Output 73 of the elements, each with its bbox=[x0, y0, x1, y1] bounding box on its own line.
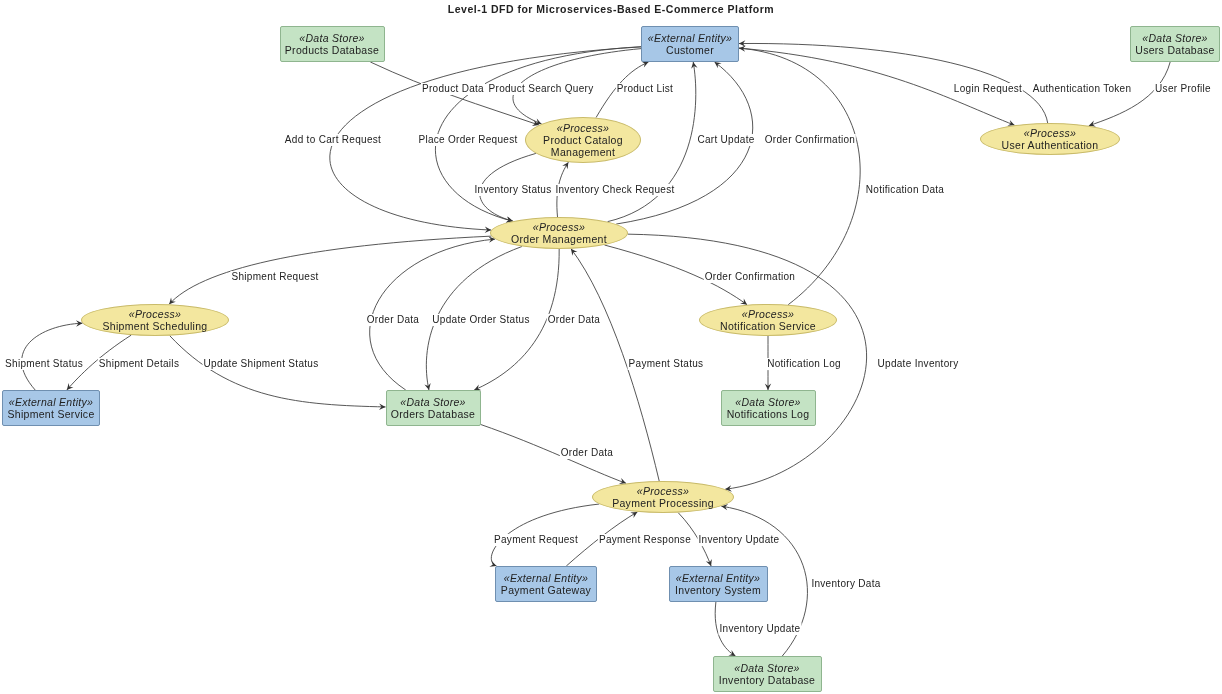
node-name: Customer bbox=[666, 44, 714, 56]
edge-label: Shipment Request bbox=[230, 271, 320, 283]
external-entity-box bbox=[2, 390, 100, 426]
node-name: Orders Database bbox=[390, 408, 476, 420]
stereotype-label: «Data Store» bbox=[400, 396, 466, 408]
edge-label: Shipment Status bbox=[4, 358, 84, 370]
process-ellipse bbox=[592, 481, 734, 513]
stereotype-label: «Process» bbox=[741, 308, 795, 320]
edge-label: Inventory Update bbox=[697, 534, 781, 546]
node-name: Inventory Database bbox=[718, 674, 816, 686]
node-name: Order Management bbox=[511, 233, 607, 245]
data-store-box bbox=[385, 390, 481, 426]
edge-label: Cart Update bbox=[696, 134, 756, 146]
edge-label: Product List bbox=[615, 83, 675, 95]
stereotype-label: «Process» bbox=[532, 221, 586, 233]
node-name: Users Database bbox=[1135, 44, 1215, 56]
stereotype-label: «Process» bbox=[556, 122, 610, 134]
edge-label: Order Confirmation bbox=[763, 134, 857, 146]
edge-label: Inventory Status bbox=[473, 184, 553, 196]
edge-label: Order Data bbox=[365, 314, 421, 326]
edge-label: Notification Log bbox=[766, 358, 842, 370]
edge-label: Inventory Data bbox=[810, 578, 882, 590]
edge-label: Product Search Query bbox=[487, 83, 595, 95]
stereotype-label: «External Entity» bbox=[8, 396, 94, 408]
node-name: Notification Service bbox=[720, 320, 816, 332]
edge-label: Login Request bbox=[952, 83, 1024, 95]
stereotype-label: «Process» bbox=[1023, 127, 1077, 139]
process-ellipse bbox=[525, 117, 641, 163]
edge-label: Add to Cart Request bbox=[283, 134, 383, 146]
node-name: Product Catalog Management bbox=[542, 134, 624, 158]
edge-label: Update Shipment Status bbox=[202, 358, 320, 370]
node-name: Shipment Service bbox=[7, 408, 95, 420]
edge-label: Order Data bbox=[546, 314, 602, 326]
data-store-box bbox=[720, 390, 816, 426]
node-name: Notifications Log bbox=[726, 408, 810, 420]
stereotype-label: «External Entity» bbox=[503, 572, 589, 584]
node-name: Payment Gateway bbox=[500, 584, 592, 596]
edge-label: User Profile bbox=[1154, 83, 1212, 95]
edge-label: Order Data bbox=[559, 447, 615, 459]
external-entity-box bbox=[668, 566, 768, 602]
stereotype-label: «Data Store» bbox=[1142, 32, 1208, 44]
diagram-title: Level-1 DFD for Microservices-Based E-Commerce Platform bbox=[447, 2, 775, 17]
node-name: Payment Processing bbox=[612, 497, 714, 509]
stereotype-label: «External Entity» bbox=[647, 32, 733, 44]
edge-label: Place Order Request bbox=[417, 134, 519, 146]
stereotype-label: «External Entity» bbox=[675, 572, 761, 584]
stereotype-label: «Data Store» bbox=[734, 662, 800, 674]
edge-label: Product Data bbox=[421, 83, 485, 95]
process-ellipse bbox=[490, 217, 628, 249]
data-store-box bbox=[279, 26, 385, 62]
edge-label: Inventory Update bbox=[718, 623, 802, 635]
edge-label: Authentication Token bbox=[1031, 83, 1133, 95]
edge-label: Payment Status bbox=[627, 358, 705, 370]
stereotype-label: «Data Store» bbox=[735, 396, 801, 408]
stereotype-label: «Process» bbox=[636, 485, 690, 497]
edge-label: Notification Data bbox=[864, 184, 946, 196]
node-name: Shipment Scheduling bbox=[102, 320, 208, 332]
edge-label: Inventory Check Request bbox=[554, 184, 676, 196]
stereotype-label: «Data Store» bbox=[299, 32, 365, 44]
edge-label: Payment Request bbox=[493, 534, 579, 546]
data-store-box bbox=[1130, 26, 1220, 62]
edge-label: Update Order Status bbox=[431, 314, 531, 326]
data-store-box bbox=[712, 656, 822, 692]
node-name: Inventory System bbox=[675, 584, 761, 596]
external-entity-box bbox=[495, 566, 597, 602]
external-entity-box bbox=[641, 26, 739, 62]
node-name: User Authentication bbox=[1001, 139, 1099, 151]
node-name: Products Database bbox=[284, 44, 380, 56]
edge-label: Order Confirmation bbox=[703, 271, 797, 283]
edge-label: Payment Response bbox=[597, 534, 693, 546]
stereotype-label: «Process» bbox=[128, 308, 182, 320]
edge-label: Shipment Details bbox=[97, 358, 181, 370]
edge-label: Update Inventory bbox=[876, 358, 960, 370]
